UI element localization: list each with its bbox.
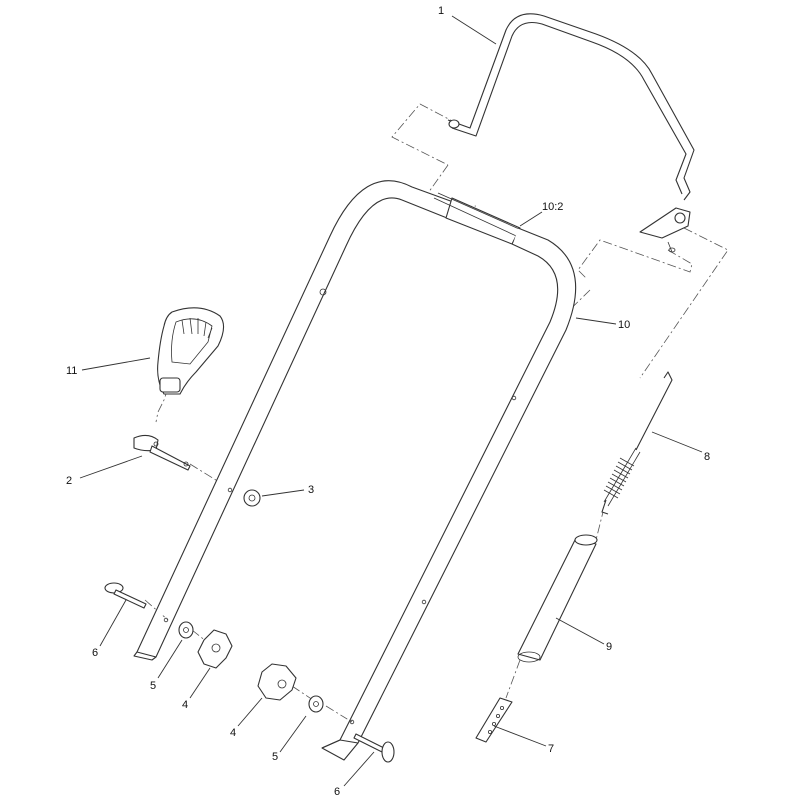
callout-8: 8 bbox=[704, 451, 710, 463]
callout-5-left: 5 bbox=[150, 680, 156, 692]
sleeve-part-9 bbox=[517, 534, 598, 663]
grip-part-11 bbox=[157, 307, 225, 395]
right-bolt-part-6 bbox=[353, 733, 395, 763]
bail-part-1 bbox=[447, 13, 695, 253]
callout-7: 7 bbox=[548, 743, 554, 755]
pin-part-2 bbox=[133, 434, 191, 471]
callout-4-left: 4 bbox=[182, 699, 188, 711]
callout-2: 2 bbox=[66, 475, 72, 487]
right-washer-part-5 bbox=[308, 695, 324, 713]
left-washer-part-5 bbox=[178, 621, 194, 639]
leader-lines bbox=[79, 15, 703, 787]
callout-1: 1 bbox=[438, 5, 444, 17]
plate-part-7 bbox=[475, 697, 513, 743]
main-handle-part-10 bbox=[133, 180, 577, 761]
callout-3: 3 bbox=[308, 484, 314, 496]
callout-9: 9 bbox=[606, 641, 612, 653]
callout-5-right: 5 bbox=[272, 751, 278, 763]
nut-part-3 bbox=[243, 489, 261, 507]
right-knob-part-4 bbox=[257, 663, 297, 701]
callout-6-right: 6 bbox=[334, 786, 340, 798]
left-knob-part-4 bbox=[197, 629, 233, 669]
callout-labels: 1 10:2 10 11 2 3 8 9 6 5 4 4 5 6 7 bbox=[66, 5, 710, 798]
callout-11: 11 bbox=[66, 365, 77, 377]
callout-6-left: 6 bbox=[92, 647, 98, 659]
spring-part-8 bbox=[601, 371, 673, 515]
callout-4-right: 4 bbox=[230, 727, 236, 739]
callout-10-2: 10:2 bbox=[542, 201, 563, 213]
callout-10: 10 bbox=[618, 319, 630, 331]
left-bolt-part-6 bbox=[104, 582, 147, 609]
